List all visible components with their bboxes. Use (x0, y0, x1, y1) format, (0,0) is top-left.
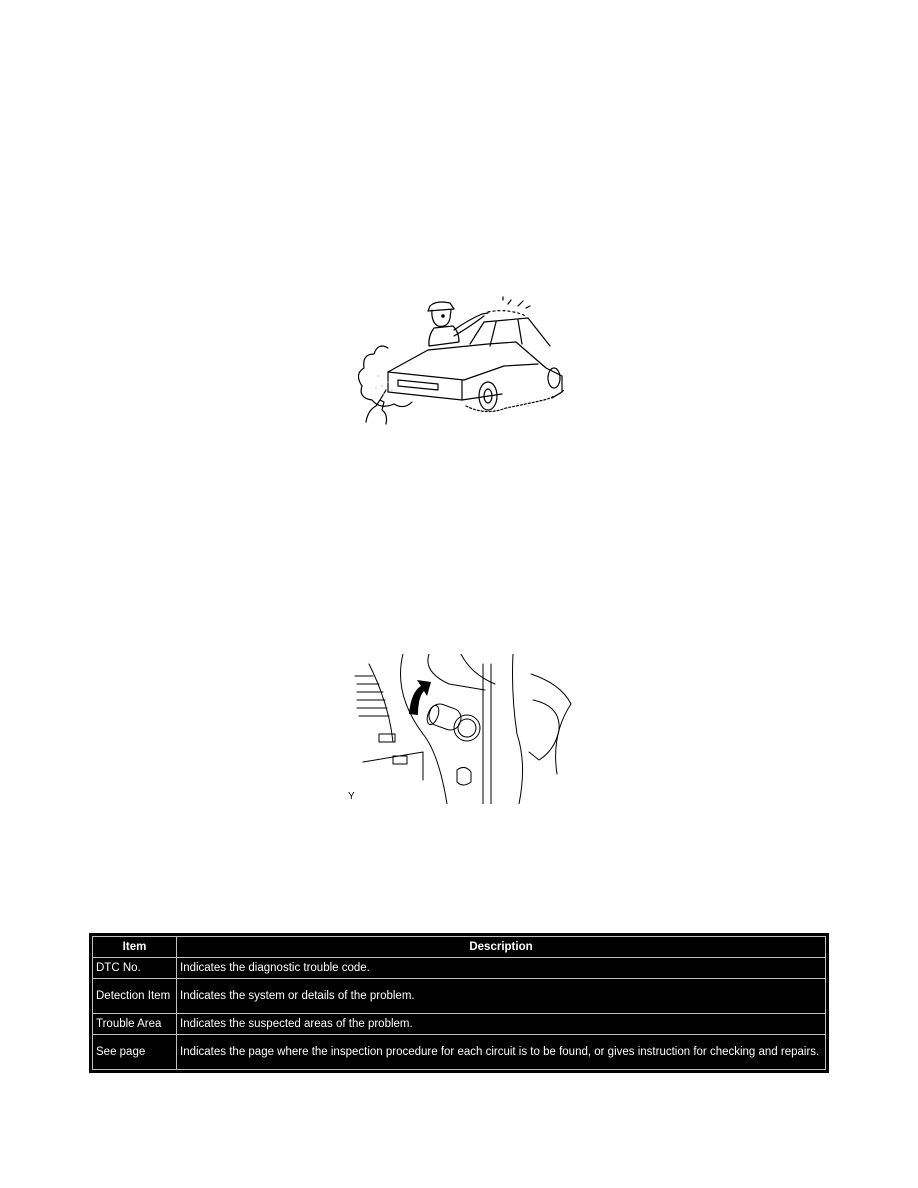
header-item: Item (92, 936, 177, 958)
row-description: Indicates the diagnostic trouble code. (176, 957, 826, 979)
row-item: DTC No. (92, 957, 177, 979)
table-row: Trouble Area Indicates the suspected are… (92, 1013, 826, 1035)
header-description: Description (176, 936, 826, 958)
item-description-table: Item Description DTC No. Indicates the d… (92, 936, 826, 1070)
row-description: Indicates the system or details of the p… (176, 978, 826, 1014)
car-water-spray-illustration (357, 296, 576, 428)
row-item: Detection Item (92, 978, 177, 1014)
table-header-row: Item Description (92, 936, 826, 958)
rotate-arrow-icon (409, 680, 431, 715)
dtc-item-table: Item Description DTC No. Indicates the d… (89, 933, 829, 1073)
row-item: See page (92, 1034, 177, 1070)
row-description: Indicates the page where the inspection … (176, 1034, 826, 1070)
table-row: See page Indicates the page where the in… (92, 1034, 826, 1070)
car-illustration-icon (357, 296, 565, 425)
figure-label: Y (348, 791, 355, 802)
ignition-switch-icon (354, 653, 572, 805)
ignition-switch-illustration: Y (343, 653, 579, 805)
row-item: Trouble Area (92, 1013, 177, 1035)
table-row: Detection Item Indicates the system or d… (92, 978, 826, 1014)
row-description: Indicates the suspected areas of the pro… (176, 1013, 826, 1035)
table-row: DTC No. Indicates the diagnostic trouble… (92, 957, 826, 979)
